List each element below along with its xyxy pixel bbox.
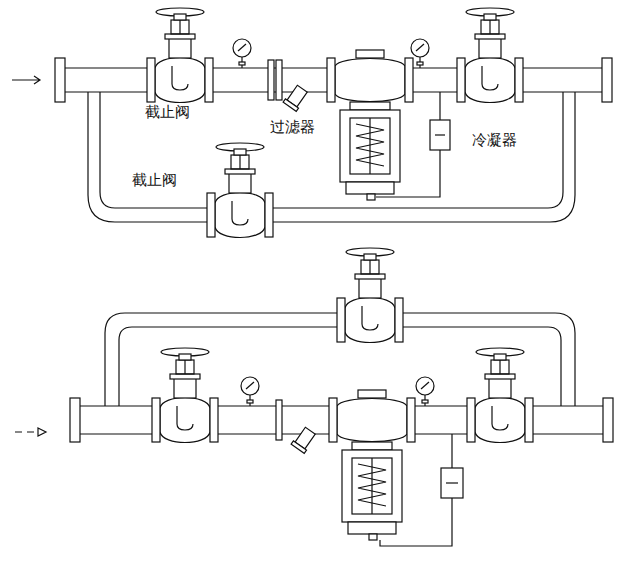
- globe-valve: [467, 348, 533, 443]
- strainer-symbol: [291, 426, 317, 453]
- reducing-valve: [329, 390, 415, 540]
- label-slot: 截止阀: [130, 171, 179, 190]
- part-label: 截止阀: [130, 171, 179, 190]
- flow-arrow: [15, 431, 34, 432]
- globe-valve: [152, 348, 218, 443]
- condenser-symbol: [441, 468, 463, 498]
- label-slot: 过滤器: [268, 118, 317, 137]
- pressure-gauge: [241, 377, 259, 406]
- label-slot: 截止阀: [143, 103, 192, 122]
- globe-valve: [147, 8, 213, 103]
- end-flange: [602, 58, 612, 102]
- pressure-gauge: [233, 39, 251, 68]
- condenser-symbol: [430, 120, 450, 150]
- flow-arrow: [38, 428, 46, 436]
- reducing-valve: [327, 50, 413, 200]
- bypass-pipe: [100, 92, 563, 208]
- part-label: 截止阀: [143, 103, 192, 122]
- part-label: 冷凝器: [470, 131, 519, 150]
- condenser-symbol: [435, 134, 445, 135]
- label-slot: 冷凝器: [470, 131, 519, 150]
- strainer-symbol: [283, 84, 309, 111]
- globe-valve: [207, 143, 273, 238]
- end-flange: [603, 398, 613, 442]
- condenser-symbol: [446, 482, 458, 483]
- pipe-flange: [276, 400, 282, 440]
- pipe-flange: [268, 60, 274, 100]
- pipe-flange: [276, 60, 282, 100]
- bottom-piping: [15, 313, 613, 546]
- part-label: 过滤器: [268, 118, 317, 137]
- flow-arrow: [12, 76, 40, 84]
- globe-valve: [337, 248, 403, 343]
- bypass-pipe: [88, 92, 575, 222]
- end-flange: [70, 398, 80, 442]
- globe-valve: [457, 8, 523, 103]
- pressure-gauge: [411, 39, 429, 68]
- end-flange: [55, 58, 65, 102]
- pressure-gauge: [416, 377, 434, 406]
